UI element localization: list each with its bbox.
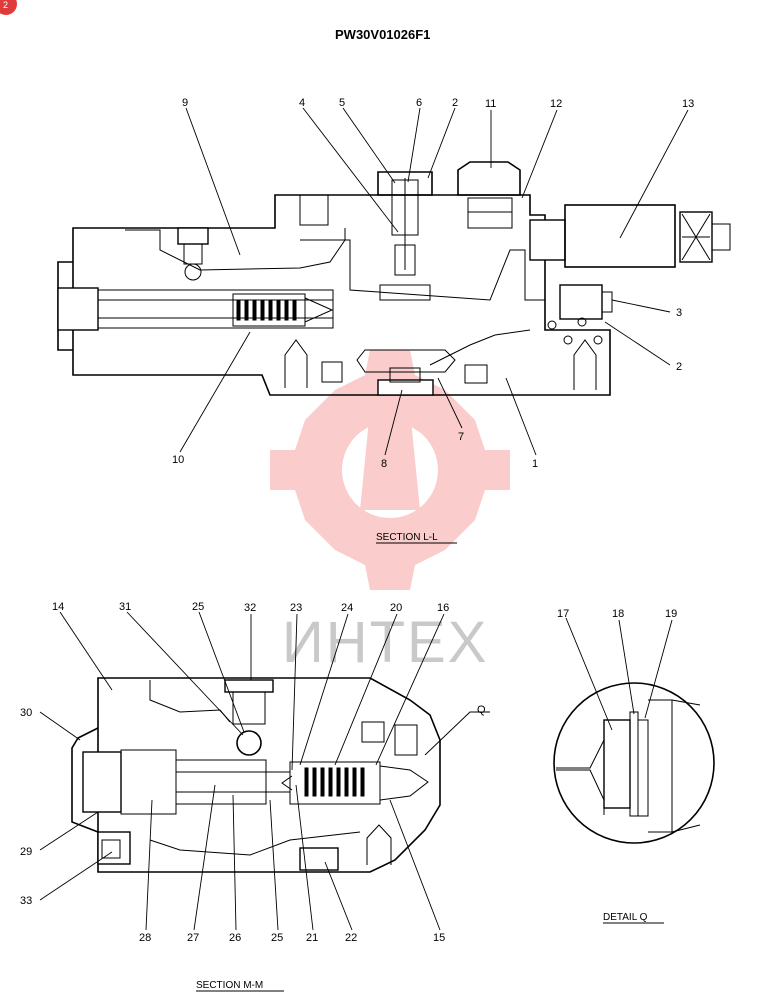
callout-ll-8: 8 bbox=[381, 458, 387, 470]
section-mm-callouts: 14 31 25 32 23 24 20 16 Q 30 29 33 28 27… bbox=[20, 601, 486, 944]
section-ll-caption: SECTION L-L bbox=[376, 532, 438, 543]
section-mm-drawing bbox=[71, 677, 441, 873]
callout-ll-2-top: 2 bbox=[452, 97, 458, 109]
callout-mm-q: Q bbox=[477, 704, 486, 716]
callout-ll-1: 1 bbox=[532, 458, 538, 470]
corner-badge: 2 bbox=[0, 0, 17, 15]
callout-mm-26: 26 bbox=[229, 932, 241, 944]
section-ll-drawing bbox=[57, 161, 731, 396]
callout-mm-21: 21 bbox=[306, 932, 318, 944]
callout-ll-12: 12 bbox=[550, 98, 562, 110]
callout-ll-11: 11 bbox=[485, 98, 496, 110]
callout-q-19: 19 bbox=[665, 608, 677, 620]
callout-mm-22: 22 bbox=[345, 932, 357, 944]
section-mm-leaders bbox=[39, 611, 490, 931]
detail-q-caption: DETAIL Q bbox=[603, 912, 648, 923]
detail-q-leaders bbox=[565, 617, 673, 731]
section-ll-callouts: 9 4 5 6 2 11 12 13 3 2 1 7 8 10 bbox=[172, 97, 694, 470]
callout-ll-2-right: 2 bbox=[676, 361, 682, 373]
section-mm-caption: SECTION M-M bbox=[196, 980, 263, 991]
callout-mm-28: 28 bbox=[139, 932, 151, 944]
callout-mm-24: 24 bbox=[341, 602, 353, 614]
callout-mm-32: 32 bbox=[244, 602, 256, 614]
callout-mm-16: 16 bbox=[437, 602, 449, 614]
callout-mm-15: 15 bbox=[433, 932, 445, 944]
callout-ll-5: 5 bbox=[339, 97, 345, 109]
watermark-logo bbox=[270, 350, 510, 590]
callout-ll-10: 10 bbox=[172, 454, 184, 466]
callout-mm-30: 30 bbox=[20, 707, 32, 719]
callout-mm-14: 14 bbox=[52, 601, 64, 613]
callout-ll-9: 9 bbox=[182, 97, 188, 109]
callout-mm-20: 20 bbox=[390, 602, 402, 614]
callout-ll-13: 13 bbox=[682, 98, 694, 110]
callout-mm-27: 27 bbox=[187, 932, 199, 944]
callout-mm-23: 23 bbox=[290, 602, 302, 614]
callout-mm-29: 29 bbox=[20, 846, 32, 858]
callout-ll-4: 4 bbox=[299, 97, 305, 109]
corner-badge-text: 2 bbox=[3, 0, 8, 10]
callout-mm-25-top: 25 bbox=[192, 601, 204, 613]
callout-mm-31: 31 bbox=[119, 601, 131, 613]
callout-ll-3: 3 bbox=[676, 307, 682, 319]
callout-mm-25-bottom: 25 bbox=[271, 932, 283, 944]
section-ll-leaders bbox=[179, 107, 689, 456]
callout-q-18: 18 bbox=[612, 608, 624, 620]
callout-ll-7: 7 bbox=[458, 431, 464, 443]
drawing-id: PW30V01026F1 bbox=[335, 27, 430, 42]
detail-q-drawing bbox=[553, 682, 715, 844]
detail-q-callouts: 17 18 19 bbox=[557, 608, 677, 620]
callout-mm-33: 33 bbox=[20, 895, 32, 907]
callout-q-17: 17 bbox=[557, 608, 569, 620]
watermark-text: ИНТЕХ bbox=[282, 610, 488, 675]
callout-ll-6: 6 bbox=[416, 97, 422, 109]
